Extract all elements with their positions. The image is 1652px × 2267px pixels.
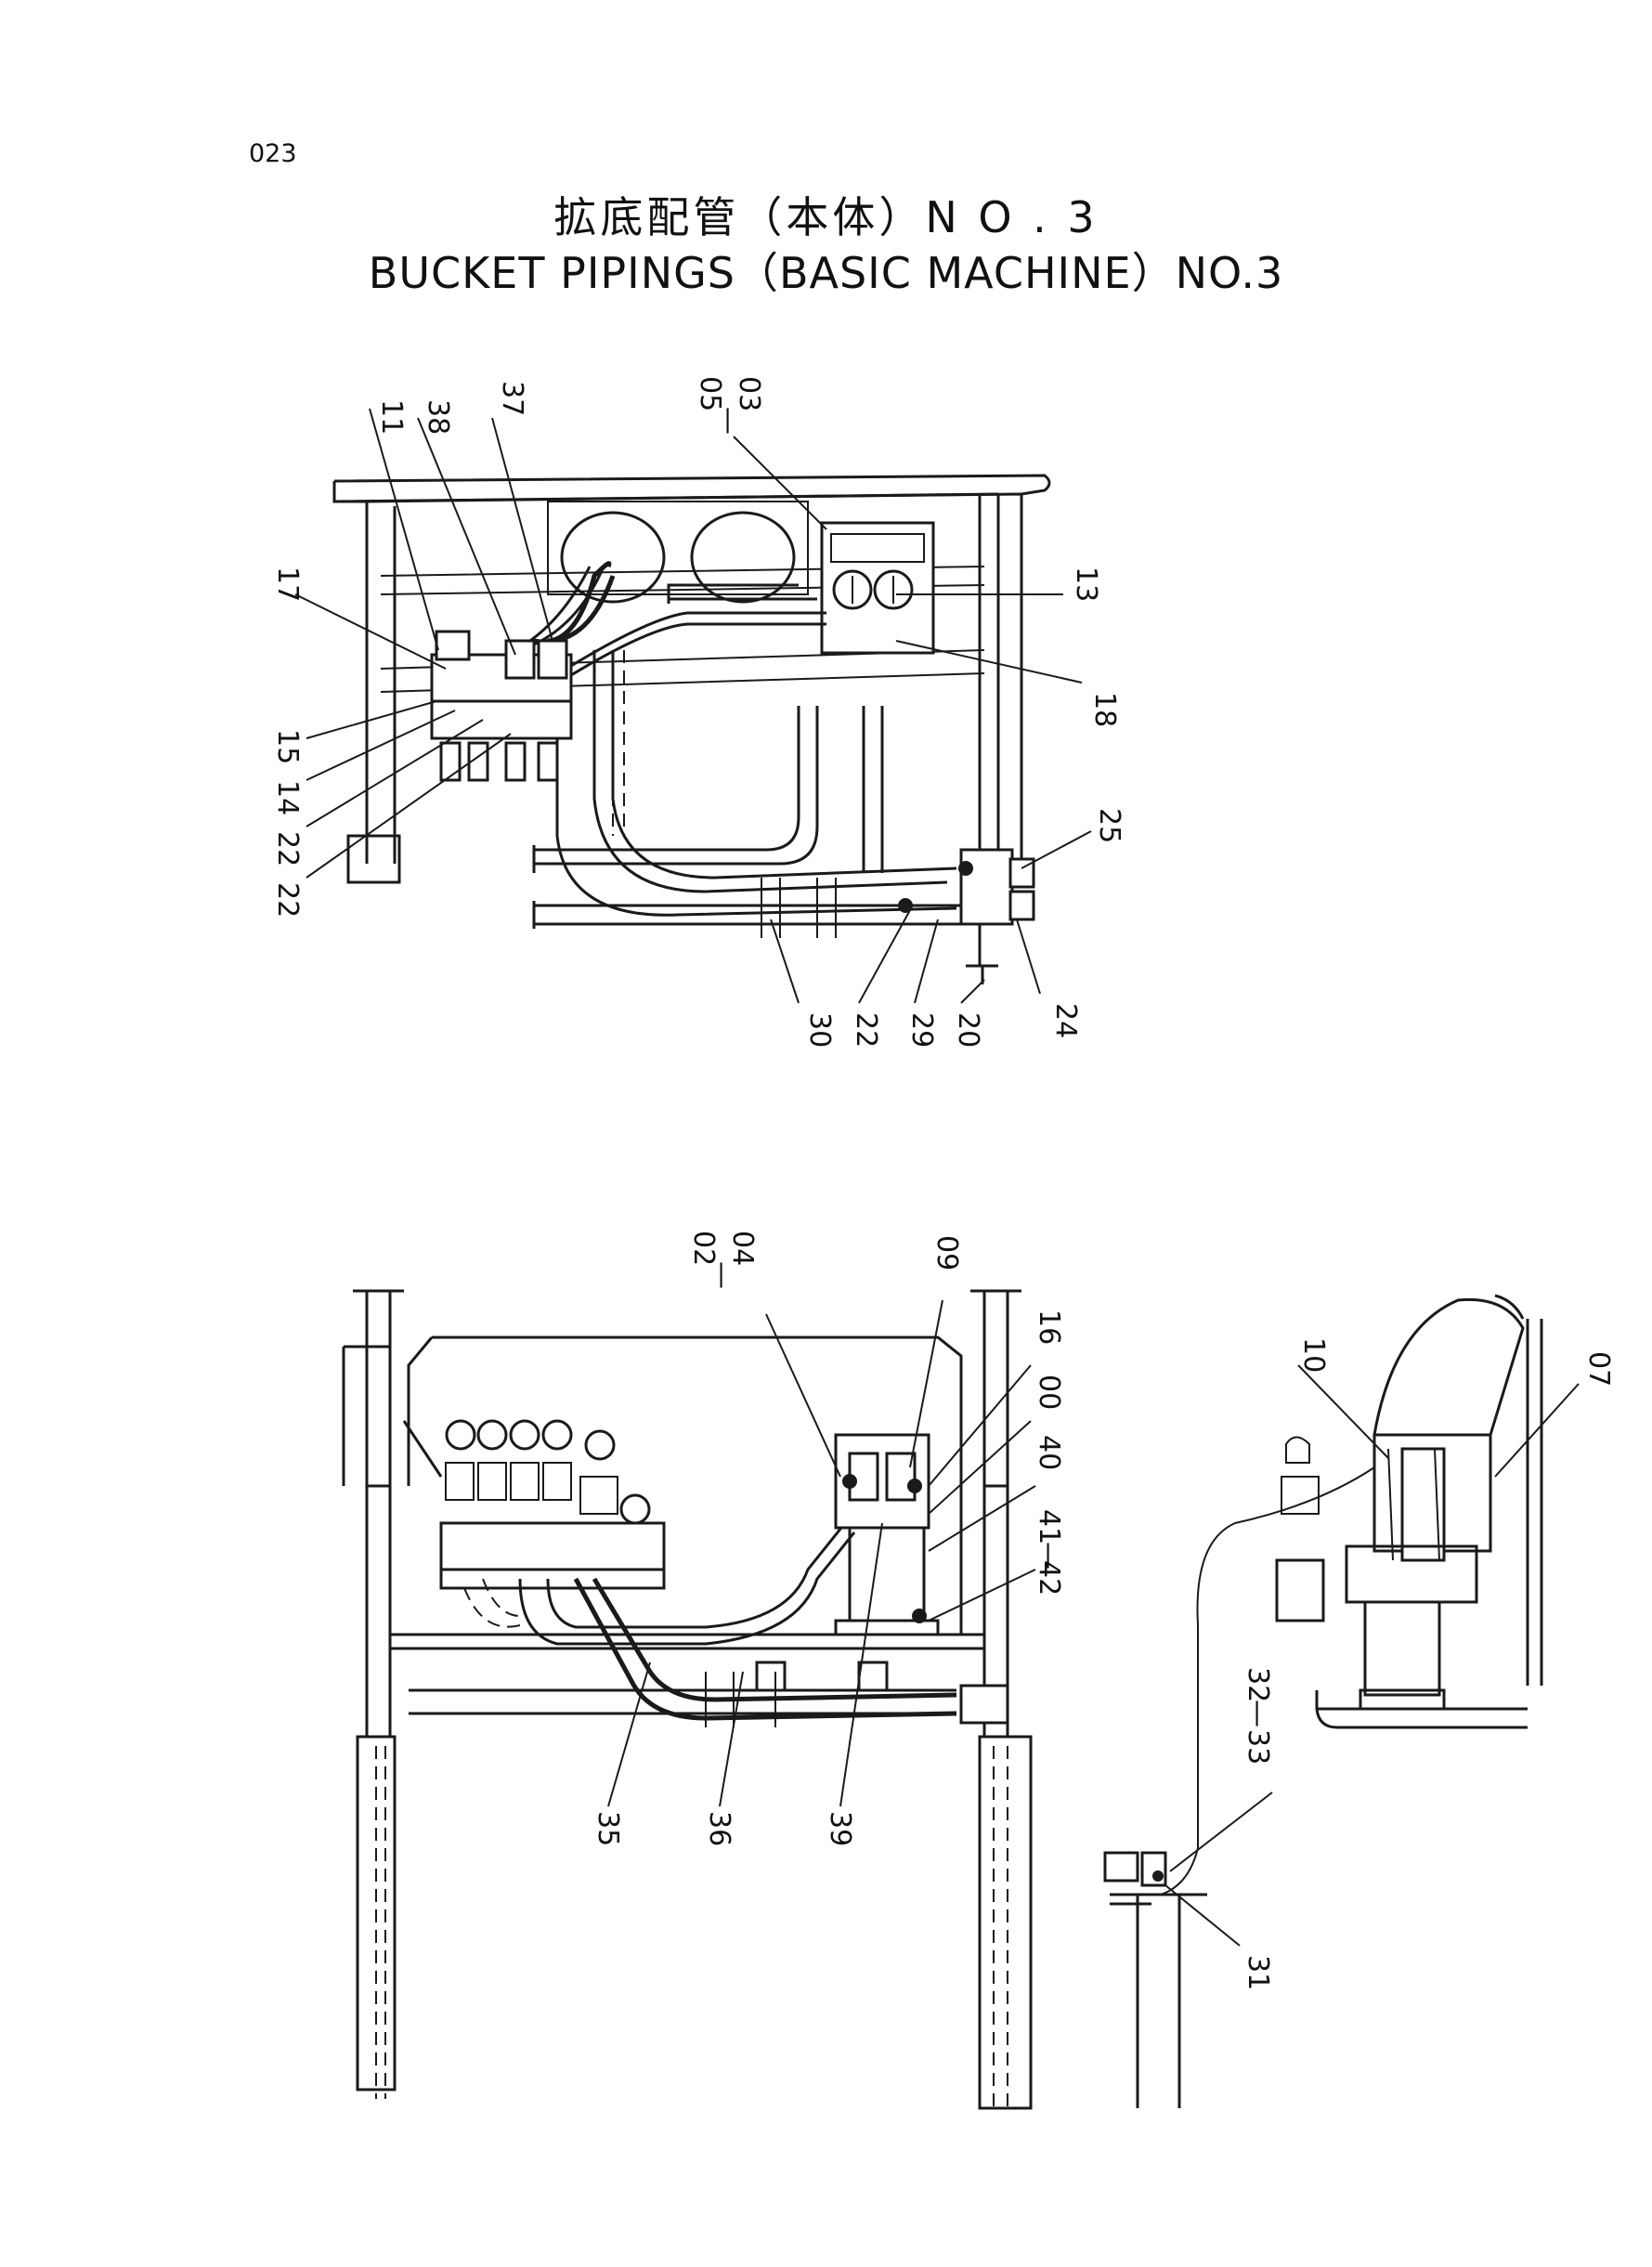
detail-view: 10 07 32 — 33 31 — [1103, 1294, 1615, 2108]
callout-11: 11 — [375, 399, 408, 435]
callout-31: 31 — [1242, 1955, 1274, 1990]
callout-35: 35 — [592, 1811, 624, 1846]
callout-40: 40 — [1033, 1435, 1065, 1470]
callout-10: 10 — [1297, 1337, 1330, 1373]
callout-dash-05-03: — — [712, 407, 745, 435]
callout-29: 29 — [905, 1012, 938, 1048]
callout-dash-02-04: — — [706, 1261, 738, 1289]
callout-13: 13 — [1070, 567, 1102, 602]
callout-36: 36 — [703, 1811, 735, 1846]
callout-38: 38 — [422, 399, 454, 435]
title-japanese: 拡底配管（本体）N O . 3 — [553, 192, 1099, 242]
callout-09: 09 — [930, 1235, 963, 1270]
callout-03: 03 — [733, 376, 765, 411]
callout-15: 15 — [271, 729, 304, 764]
callout-18: 18 — [1088, 692, 1121, 727]
callout-25: 25 — [1093, 808, 1125, 843]
callout-39: 39 — [824, 1811, 856, 1846]
callout-14: 14 — [271, 780, 304, 815]
callout-20: 20 — [952, 1012, 984, 1048]
callout-17: 17 — [271, 567, 304, 602]
callout-00: 00 — [1033, 1375, 1065, 1410]
callout-24: 24 — [1049, 1003, 1082, 1038]
callout-33: 33 — [1242, 1729, 1274, 1765]
side-view: 02 — 04 09 16 00 40 41 — 42 35 36 39 — [342, 1231, 1065, 2110]
callout-37: 37 — [496, 381, 528, 416]
title-english: BUCKET PIPINGS（BASIC MACHINE）NO.3 — [368, 248, 1284, 298]
callout-16: 16 — [1033, 1309, 1065, 1345]
callout-05: 05 — [694, 376, 726, 411]
callout-22c: 22 — [850, 1012, 882, 1048]
valve-box — [820, 521, 935, 655]
callout-41: 41 — [1033, 1509, 1065, 1544]
callout-30: 30 — [803, 1012, 836, 1048]
callout-dash-41-42: — — [1033, 1542, 1065, 1570]
cylinder-row — [439, 1419, 666, 1590]
callout-22b: 22 — [271, 882, 304, 918]
callout-32: 32 — [1242, 1667, 1274, 1702]
callout-04: 04 — [726, 1231, 759, 1266]
callout-22a: 22 — [271, 831, 304, 866]
top-view: 11 38 37 05 — 03 17 13 18 15 14 22 22 25… — [271, 376, 1125, 1048]
callout-07: 07 — [1582, 1351, 1615, 1387]
callout-02: 02 — [687, 1231, 720, 1266]
pressure-valve — [959, 848, 1014, 926]
page-number: 023 — [249, 139, 297, 168]
callout-dash-32-33: — — [1242, 1700, 1274, 1727]
callout-42: 42 — [1033, 1560, 1065, 1596]
